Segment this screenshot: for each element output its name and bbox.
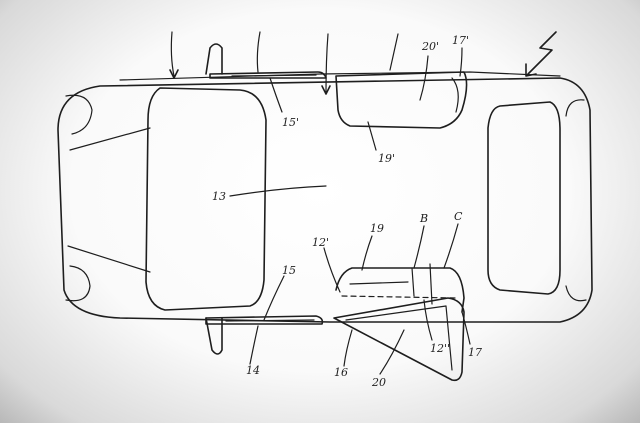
rear-left-light <box>565 99 585 117</box>
mirror-top <box>205 43 223 75</box>
top-rear-door-edge <box>451 77 459 113</box>
label-20-prime: 20' <box>421 40 439 53</box>
label-B: B <box>419 212 428 225</box>
leader-13 <box>229 185 327 197</box>
door-inner-sill <box>349 281 409 285</box>
leader-C <box>443 223 459 269</box>
label-12-double-prime: 12'' <box>430 342 450 355</box>
rear-right-light <box>565 285 587 302</box>
leader-12pp <box>423 299 433 341</box>
pillar-b <box>411 267 415 297</box>
leader-14 <box>249 325 259 365</box>
label-14: 14 <box>246 364 260 377</box>
leader-20p <box>419 55 429 101</box>
car-body-outline <box>57 77 593 323</box>
label-13: 13 <box>212 190 226 203</box>
label-15-prime: 15' <box>282 116 299 129</box>
label-17: 17 <box>468 346 482 359</box>
lightning-arrow <box>527 31 557 75</box>
opened-rear-door <box>333 297 465 382</box>
arrow-line-3 <box>325 33 329 93</box>
front-right-light <box>65 265 91 302</box>
lightning-arrow-head <box>525 63 537 77</box>
leader-15p <box>269 77 283 113</box>
front-left-light <box>65 94 93 135</box>
pillar-c <box>429 263 433 305</box>
hood-line-upper <box>69 127 151 151</box>
label-20: 20 <box>371 376 386 389</box>
opened-door-inner <box>345 305 453 371</box>
arrow-head-1 <box>169 69 179 79</box>
arrow-line-2 <box>256 31 261 73</box>
label-15: 15 <box>282 264 296 277</box>
roof-belt-line <box>119 71 561 81</box>
label-19: 19 <box>370 222 384 235</box>
leader-19p <box>367 121 377 151</box>
mirror-bottom <box>205 317 223 355</box>
label-12-prime: 12' <box>312 236 329 249</box>
leader-17p <box>459 47 463 77</box>
leader-20 <box>379 329 405 375</box>
label-19-prime: 19' <box>378 152 395 165</box>
windshield <box>145 87 267 311</box>
leader-19 <box>361 235 373 271</box>
arrow-line-4 <box>389 33 399 71</box>
leader-15 <box>263 275 285 321</box>
bottom-door-opening <box>335 267 465 313</box>
top-door-seal-inner <box>231 74 317 77</box>
label-C: C <box>454 210 463 223</box>
rear-window <box>487 101 561 295</box>
arrow-head-3 <box>321 85 331 95</box>
arrow-line-1 <box>170 31 175 77</box>
label-16: 16 <box>334 366 348 379</box>
leader-16 <box>343 329 353 367</box>
label-17-prime: 17' <box>452 34 469 47</box>
leader-12p <box>323 247 341 293</box>
leader-B <box>413 225 425 269</box>
bottom-door-seal-inner <box>225 319 315 322</box>
top-rear-door <box>335 71 468 129</box>
door-hinge-line <box>341 295 457 299</box>
bottom-door-seal <box>205 315 324 325</box>
hood-line-lower <box>67 245 151 273</box>
leader-17 <box>461 311 471 345</box>
